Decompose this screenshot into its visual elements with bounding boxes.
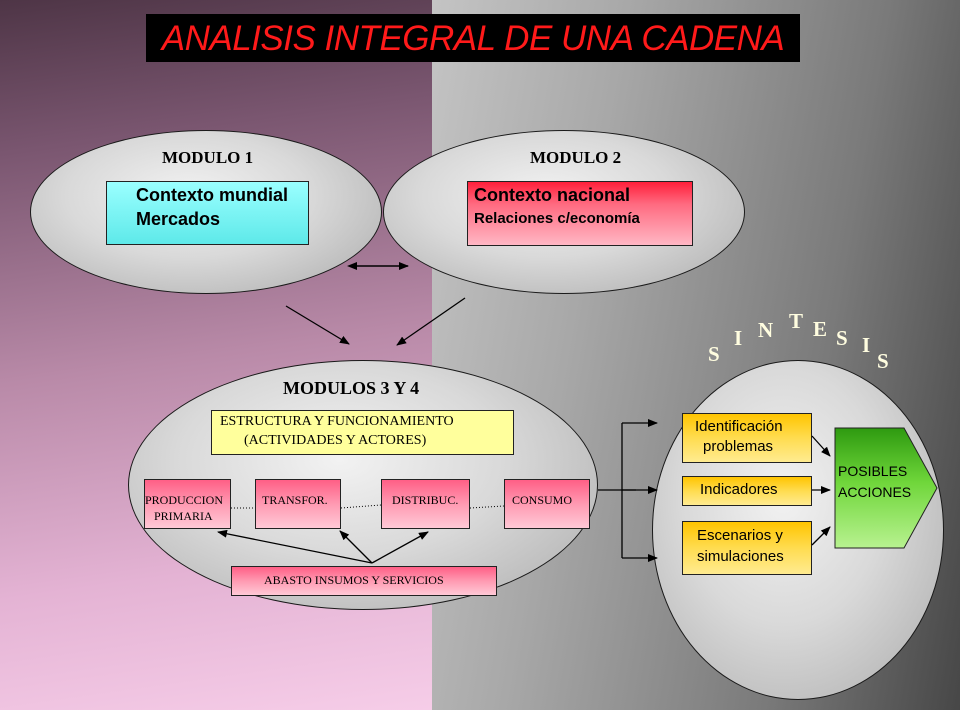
- modulo2-line2: Relaciones c/economía: [474, 210, 640, 227]
- modulo1-box: [106, 181, 309, 245]
- structure-line1: ESTRUCTURA Y FUNCIONAMIENTO: [220, 414, 454, 429]
- arrow-m2-to-m34: [396, 297, 466, 346]
- distribuc-label: DISTRIBUC.: [392, 493, 459, 507]
- sintesis-letter-1: S: [708, 342, 720, 366]
- sintesis-letter-8: S: [877, 349, 889, 373]
- modulo2-title: MODULO 2: [530, 148, 622, 167]
- modulo1-line2: Mercados: [136, 209, 221, 229]
- sintesis-letter-4: T: [789, 309, 804, 333]
- modulo2-line1: Contexto nacional: [474, 185, 631, 205]
- consumo-box: [504, 479, 590, 529]
- produccion-line2: PRIMARIA: [154, 509, 213, 523]
- acciones-line2: ACCIONES: [838, 484, 912, 500]
- arrow-abasto-produccion: [217, 529, 373, 564]
- sintesis-letter-7: I: [862, 333, 871, 357]
- identificacion-box: [682, 413, 812, 463]
- slide-title: ANALISIS INTEGRAL DE UNA CADENA: [146, 14, 800, 62]
- structure-box: [211, 410, 514, 455]
- modulos34-title: MODULOS 3 Y 4: [283, 378, 420, 398]
- arrow-abasto-transfor: [339, 530, 373, 564]
- abasto-label: ABASTO INSUMOS Y SERVICIOS: [264, 573, 444, 587]
- sintesis-letter-5: E: [813, 317, 828, 341]
- transfor-box: [255, 479, 341, 529]
- arrow-escenarios-acciones: [811, 526, 831, 546]
- abasto-box: [231, 566, 497, 596]
- escenarios-line1: Escenarios y: [697, 527, 783, 544]
- arrow-abasto-distribuc: [371, 531, 429, 564]
- indicadores-label: Indicadores: [700, 481, 778, 498]
- produccion-line1: PRODUCCION: [145, 493, 224, 507]
- escenarios-box: [682, 521, 812, 575]
- sintesis-letter-3: N: [758, 318, 774, 342]
- sintesis-letter-2: I: [734, 326, 743, 350]
- produccion-box: [144, 479, 231, 529]
- sintesis-letter-6: S: [836, 326, 848, 350]
- chain-dots-3: [469, 505, 505, 509]
- consumo-label: CONSUMO: [512, 493, 573, 507]
- modulo1-title: MODULO 1: [162, 148, 254, 167]
- identificacion-line2: problemas: [703, 438, 774, 455]
- posibles-acciones-shape: [834, 427, 938, 549]
- transfor-label: TRANSFOR.: [262, 493, 328, 507]
- modulo2-box: [467, 181, 693, 246]
- chain-dots-2: [340, 504, 382, 509]
- acciones-line1: POSIBLES: [838, 463, 908, 479]
- structure-line2: (ACTIVIDADES Y ACTORES): [244, 433, 427, 448]
- arrow-identificacion-acciones: [811, 435, 831, 457]
- distribuc-box: [381, 479, 470, 529]
- arrow-m1-to-m34: [285, 305, 350, 345]
- indicadores-box: [682, 476, 812, 506]
- escenarios-line2: simulaciones: [697, 548, 784, 565]
- identificacion-line1: Identificación: [695, 418, 783, 435]
- modulo1-line1: Contexto mundial: [136, 185, 288, 205]
